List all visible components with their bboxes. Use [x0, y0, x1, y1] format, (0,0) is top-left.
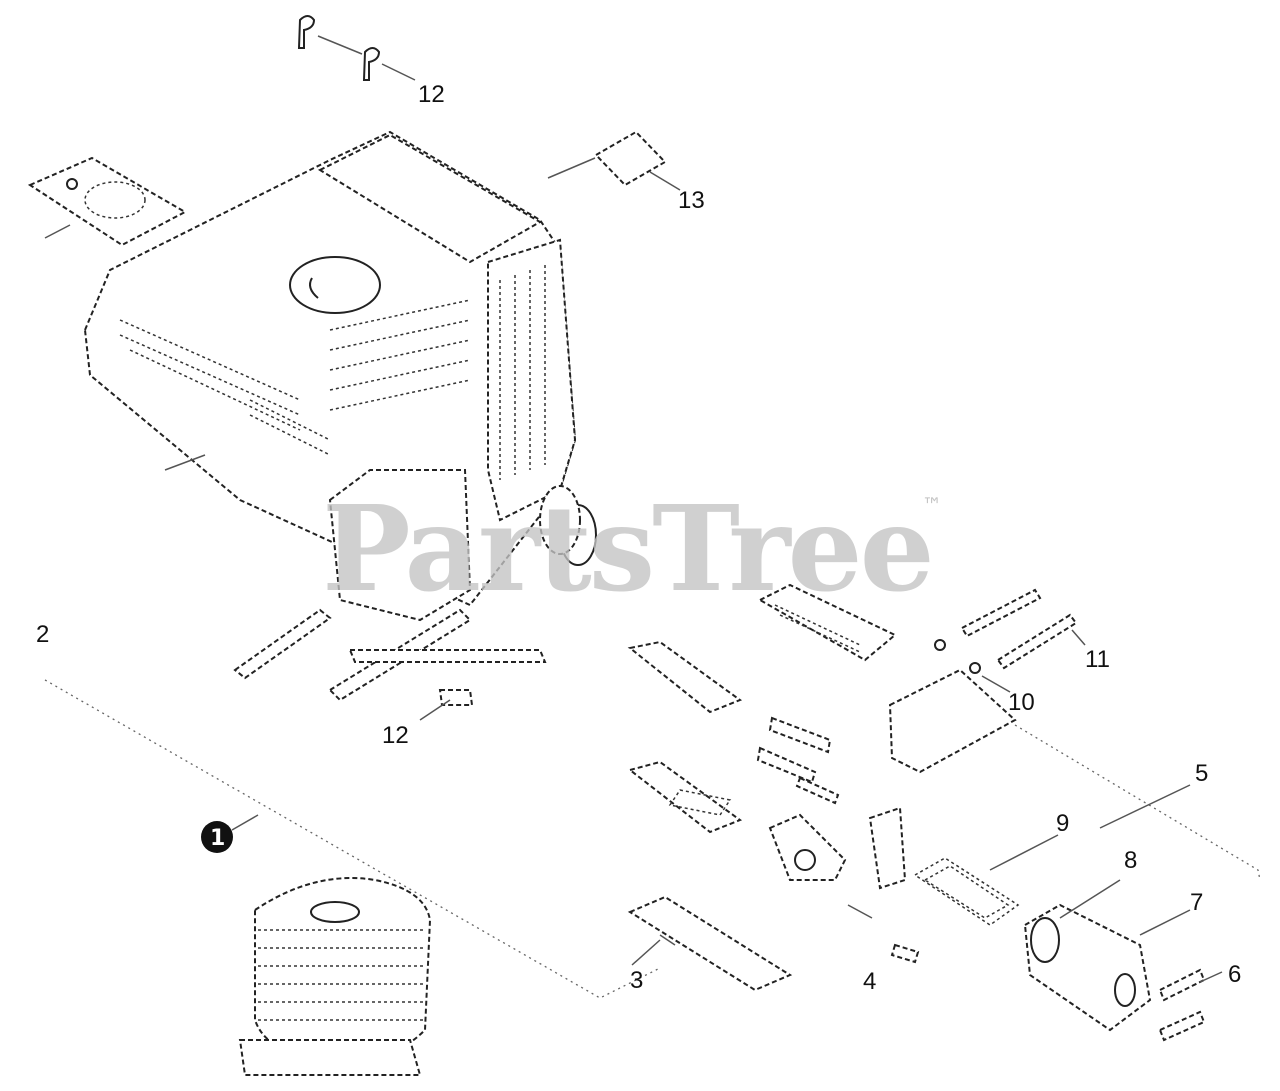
air-filter-plate[interactable]	[627, 640, 793, 992]
callout-10[interactable]: 10	[1008, 689, 1035, 716]
part-9-filter[interactable]	[913, 857, 1020, 926]
trademark-symbol: ™	[922, 493, 942, 517]
watermark-logo: PartsTree	[322, 479, 932, 618]
callout-1-number: 1	[210, 826, 225, 851]
callout-9[interactable]: 9	[1056, 810, 1069, 837]
callout-2[interactable]: 2	[36, 621, 49, 648]
part-4-carburetor[interactable]	[768, 806, 920, 964]
callout-7[interactable]: 7	[1190, 889, 1203, 916]
callout-3[interactable]: 3	[630, 967, 643, 994]
part-10-muffler[interactable]	[888, 662, 1017, 774]
part-12-clips-top[interactable]	[297, 15, 416, 81]
callout-12-mid[interactable]: 12	[382, 722, 409, 749]
callout-13[interactable]: 13	[678, 187, 705, 214]
callout-5[interactable]: 5	[1195, 760, 1208, 787]
part-6-bolt[interactable]	[1158, 968, 1206, 1042]
callout-12-top[interactable]: 12	[418, 81, 445, 108]
gasket-plate[interactable]	[27, 156, 188, 247]
muffler-shield[interactable]	[757, 583, 897, 662]
part-11-rods[interactable]	[934, 588, 1086, 670]
carb-gaskets[interactable]	[756, 716, 840, 805]
part-7-housing[interactable]	[1023, 903, 1152, 1032]
fuel-tank[interactable]	[328, 469, 597, 622]
callout-8[interactable]: 8	[1124, 847, 1137, 874]
callout-11[interactable]: 11	[1085, 646, 1110, 673]
callout-6[interactable]: 6	[1228, 961, 1241, 988]
callout-4[interactable]: 4	[863, 968, 876, 995]
engine-cylinder[interactable]	[238, 877, 432, 1076]
callout-1-badge[interactable]: 1	[201, 821, 233, 853]
assembly-outline	[44, 679, 1261, 999]
part-13-pad[interactable]	[547, 130, 681, 191]
mounting-bars[interactable]	[233, 608, 547, 706]
